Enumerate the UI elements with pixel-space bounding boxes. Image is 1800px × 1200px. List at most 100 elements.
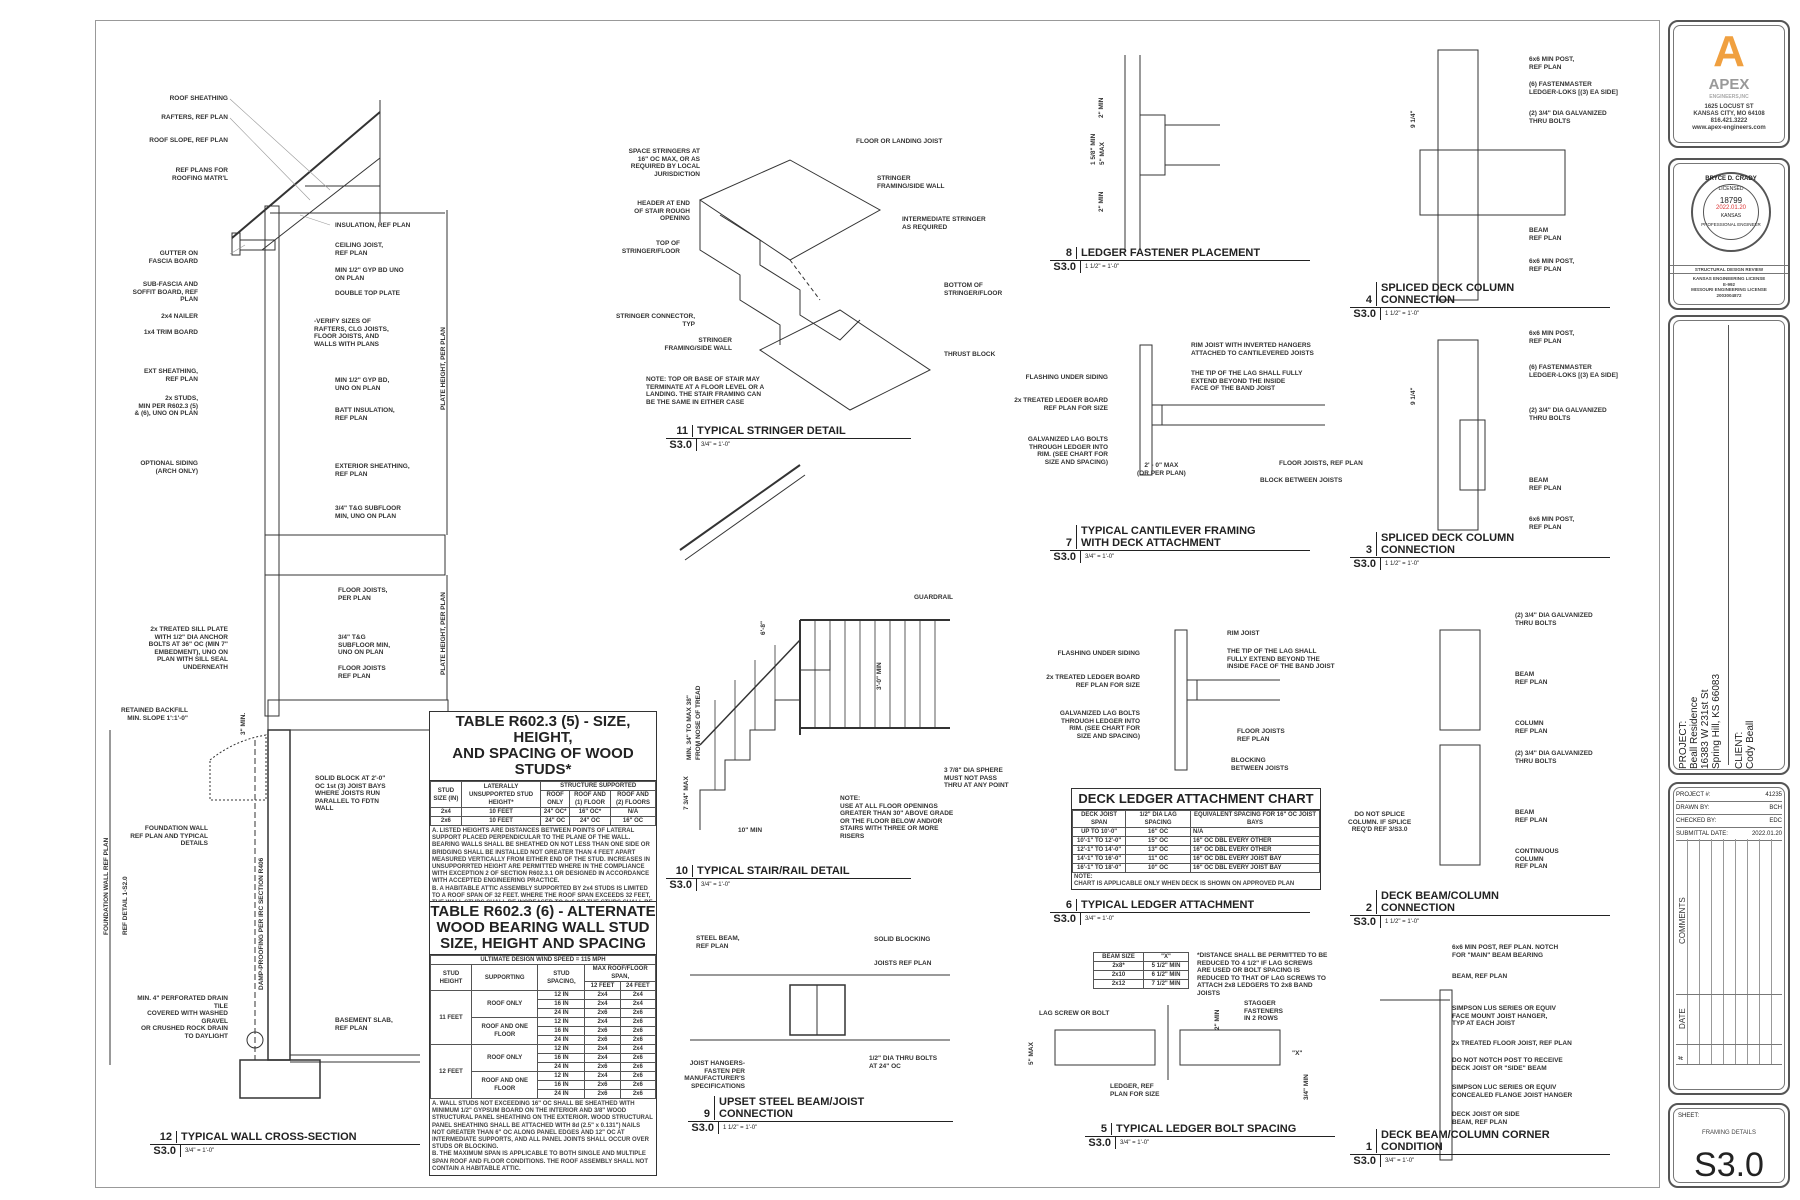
supporting-cell: ROOF ONLY (470, 990, 539, 1018)
dimension-label: 9 1/4" (1410, 387, 1417, 405)
callout: INSULATION, REF PLAN (335, 222, 411, 229)
table-row: 2x8*5 1/2" MIN (1092, 961, 1189, 971)
callout: BLOCKING BETWEEN JOISTS (1231, 757, 1289, 772)
callout: BLOCK BETWEEN JOISTS (1260, 477, 1343, 484)
steel-beam-drawing (690, 974, 950, 1041)
sheet-title: FRAMING DETAILS (1702, 1130, 1756, 1136)
pe-seal: BRYCE D. CRADY LICENSED 18799 2022.01.20… (1691, 172, 1771, 252)
callout: FLOOR JOISTS, PER PLAN (338, 587, 388, 602)
callout: (6) FASTENMASTER LEDGER-LOKS [(3) EA SID… (1529, 364, 1618, 379)
callout: SIMPSON LUC SERIES OR EQUIV CONCEALED FL… (1452, 1084, 1573, 1099)
dimension-label: PLATE HEIGHT, PER PLAN (440, 592, 447, 675)
callout: -VERIFY SIZES OF RAFTERS, CLG JOISTS, FL… (314, 318, 389, 348)
table-r602-3-6: TABLE R602.3 (6) - ALTERNATE WOOD BEARIN… (429, 901, 657, 1177)
note-label: NOTE: (1074, 874, 1093, 880)
firm-sub: ENGINEERS,INC (1709, 94, 1749, 100)
table-cell: 2x6 (584, 1026, 621, 1036)
table-cell: 2x6 (619, 1089, 657, 1099)
comments-label: COMMENTS (1678, 897, 1687, 944)
ledger-attachment-drawing (1174, 629, 1280, 771)
drawing-sheet-border (95, 20, 1660, 1188)
chart-title: DECK LEDGER ATTACHMENT CHART (1072, 789, 1320, 810)
callout: (6) FASTENMASTER LEDGER-LOKS [(3) EA SID… (1529, 81, 1618, 96)
callout: BEAM REF PLAN (1529, 477, 1562, 492)
dimension-label: FROM NOSE OF TREAD (695, 685, 702, 760)
callout: BASEMENT SLAB, REF PLAN (335, 1017, 393, 1032)
deck-ledger-attachment-chart: DECK LEDGER ATTACHMENT CHART DECK JOIST … (1071, 788, 1321, 891)
callout: BEAM REF PLAN (1515, 809, 1548, 824)
table-cell: 16 IN (537, 1026, 586, 1036)
table-cell: 2x6 (619, 1008, 657, 1018)
dimension-label: 3/4" MIN (1303, 1074, 1310, 1100)
callout: STRINGER FRAMING/SIDE WALL (664, 337, 732, 352)
dimension-label: PLATE HEIGHT, PER PLAN (440, 327, 447, 410)
callout: LAG SCREW OR BOLT (1039, 1010, 1110, 1017)
table-cell: 2x6 (584, 1080, 621, 1090)
callout: COLUMN REF PLAN (1515, 720, 1548, 735)
dimension-label: 6'-8" (760, 620, 767, 635)
wall-section-drawing (109, 98, 449, 1099)
dimension-label: DAMP-PROOFING PER IRC SECTION R406 (258, 857, 265, 990)
callout: (2) 3/4" DIA GALVANIZED THRU BOLTS (1515, 750, 1593, 765)
table-cell: 12 IN (537, 1071, 586, 1081)
review-label: STRUCTURAL DESIGN REVIEW (1670, 265, 1788, 274)
engineer-seal-block: BRYCE D. CRADY LICENSED 18799 2022.01.20… (1668, 158, 1790, 310)
callout: GALVANIZED LAG BOLTS THROUGH LEDGER INTO… (1027, 436, 1108, 466)
table-cell: 2x6 (584, 1089, 621, 1099)
bolt-spacing-drawing (1054, 1005, 1281, 1080)
callout: SPACE STRINGERS AT 16" OC MAX, OR AS REQ… (628, 148, 700, 178)
callout: FLOOR OR LANDING JOIST (856, 138, 943, 145)
dimension-label: 9 1/4" (1410, 110, 1417, 128)
table-cell: 2x6 (619, 1062, 657, 1072)
info-rows: PROJECT #:41235 DRAWN BY:BCH CHECKED BY:… (1676, 789, 1782, 841)
table-cell: 2x4 (619, 999, 657, 1009)
callout: 1x4 TRIM BOARD (143, 329, 198, 336)
table-cell: 24 IN (537, 1062, 586, 1072)
supporting-cell: ROOF AND ONE FLOOR (470, 1071, 539, 1099)
dimension-label: 3" MIN. (240, 712, 247, 735)
callout: CONTINUOUS COLUMN REF PLAN (1515, 848, 1559, 870)
callout: 6x6 MIN POST, REF PLAN (1529, 56, 1575, 71)
table-cell: 2x6 (619, 1071, 657, 1081)
table-title: TABLE R602.3 (6) - ALTERNATE WOOD BEARIN… (430, 902, 656, 955)
callout: RAFTERS, REF PLAN (161, 114, 228, 121)
table-cell: 16 IN (537, 1053, 586, 1063)
dimension-label: FOUNDATION WALL REF PLAN (103, 837, 110, 935)
stair-rail-drawing (679, 464, 950, 830)
table-r602-3-5: TABLE R602.3 (5) - SIZE, HEIGHT, AND SPA… (429, 711, 657, 918)
dimension-label: 2" MIN (1214, 1009, 1221, 1030)
supporting-cell: ROOF AND ONE FLOOR (470, 1017, 539, 1045)
column-header: DECK JOIST SPAN (1071, 810, 1127, 828)
callout: 6x6 MIN POST, REF PLAN (1529, 330, 1575, 345)
stringer-drawing (698, 159, 931, 411)
callout: FLASHING UNDER SIDING (1025, 374, 1108, 381)
callout: STEEL BEAM, REF PLAN (696, 935, 740, 950)
table-cell: 2x6 (619, 1026, 657, 1036)
cantilever-drawing (1139, 344, 1325, 476)
callout: 3/4" T&G SUBFLOOR MIN, UNO ON PLAN (338, 634, 390, 656)
callout: BATT INSULATION, REF PLAN (335, 407, 395, 422)
callout: 6x6 MIN POST, REF PLAN (1529, 516, 1575, 531)
dimension-label: 2' - 0" MAX (OR PER PLAN) (1137, 462, 1186, 477)
callout: 3 7/8" DIA SPHERE MUST NOT PASS THRU AT … (944, 767, 1009, 789)
table-title: TABLE R602.3 (5) - SIZE, HEIGHT, AND SPA… (430, 712, 656, 781)
callout: HEADER AT END OF STAIR ROUGH OPENING (634, 200, 690, 222)
sheet-number-block: SHEET: FRAMING DETAILS S3.0 (1668, 1103, 1790, 1188)
callout: ROOF SHEATHING (169, 95, 228, 102)
callout: REF PLANS FOR ROOFING MATR'L (172, 167, 228, 182)
callout: THE TIP OF THE LAG SHALL FULLY EXTEND BE… (1227, 648, 1335, 670)
